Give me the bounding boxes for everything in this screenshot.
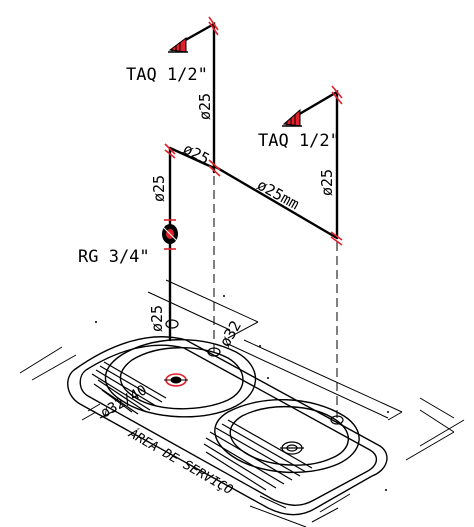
label-area-de-servico: ÁREA DE SERVIÇO (125, 425, 236, 498)
washboard-right (203, 419, 313, 491)
fitting-mark (330, 236, 343, 246)
basin-right-inner (229, 405, 349, 466)
fitting-mark (208, 21, 219, 36)
label-d25-upper-riser: ø25 (196, 93, 214, 120)
outlet-markers (165, 319, 344, 425)
label-taq-upper: TAQ 1/2" (126, 65, 208, 85)
label-d25-lower: ø25 (148, 305, 166, 332)
sink-outline (67, 336, 388, 516)
projection-lines (213, 176, 338, 418)
fitting-mark (331, 85, 343, 99)
fitting-mark (208, 16, 219, 31)
label-d25-left-riser: ø25 (150, 175, 168, 202)
fitting-marks (164, 16, 343, 250)
fitting-mark (331, 91, 343, 105)
faucet-upper-icon (168, 37, 188, 53)
label-d25mm-diag: ø25mm (254, 176, 302, 214)
basin-left-inner (119, 347, 244, 410)
fitting-mark (208, 165, 221, 177)
pipe-diagonal-25mm (212, 164, 339, 240)
room-outline (19, 279, 465, 527)
reference-dots (95, 295, 389, 491)
label-rg: RG 3/4" (78, 247, 150, 267)
basin-left (104, 339, 257, 418)
fitting-mark (330, 231, 343, 241)
label-taq-right: TAQ 1/2" (258, 131, 340, 151)
valve-rg-icon (161, 224, 179, 244)
label-d25-right-riser: ø25 (318, 169, 336, 196)
pipe-diagonal-short (168, 146, 216, 170)
laundry-sink (67, 336, 388, 516)
drain-left-icon (164, 373, 188, 387)
fitting-mark (164, 149, 176, 159)
drain-right-icon (280, 441, 304, 455)
faucet-right-icon (282, 108, 302, 127)
fitting-mark (208, 159, 221, 171)
sink-outline-inner (79, 344, 377, 506)
washboard-left (91, 361, 167, 415)
pipe-taq-right (294, 89, 339, 240)
fitting-mark (164, 143, 176, 155)
labels: TAQ 1/2" TAQ 1/2" RG 3/4" ø25 ø25 ø25 ø2… (78, 65, 340, 498)
